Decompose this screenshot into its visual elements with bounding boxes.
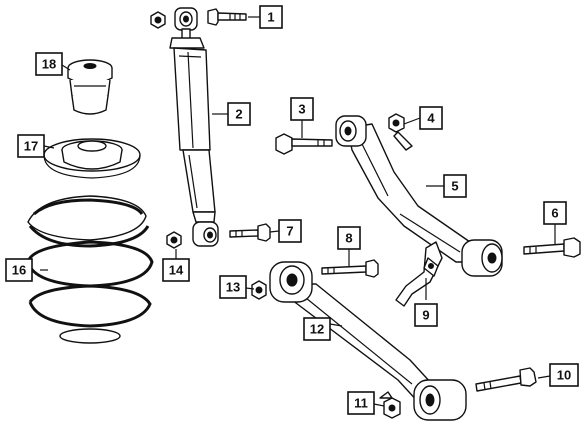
callout-label: 14 [169,263,184,278]
leader-lines [40,16,556,407]
callout-label: 8 [345,231,352,246]
callout-4: 4 [419,106,443,130]
callout-label: 16 [12,263,26,278]
callout-label: 18 [42,57,56,72]
callout-label: 3 [298,102,305,117]
upper-control-arm [335,115,503,277]
callout-label: 10 [557,368,571,383]
callout-12: 12 [303,317,331,341]
callout-2: 2 [227,102,251,126]
bolt-8 [321,259,379,278]
callout-18: 18 [35,52,63,76]
bolt-1 [207,8,247,26]
coil-spring [26,195,154,344]
callout-17: 17 [17,134,45,158]
bolt-10 [475,367,537,392]
bolt-6 [523,237,581,258]
nut-top [150,11,166,29]
callout-label: 9 [422,308,429,323]
lower-control-arm [269,261,467,421]
bracket-9 [395,241,443,307]
callout-16: 16 [5,258,33,282]
callout-label: 12 [310,322,324,337]
callout-1: 1 [259,5,283,29]
nut-clip-11 [379,391,401,419]
callout-label: 17 [24,139,38,154]
callout-9: 9 [414,303,438,327]
callout-label: 11 [354,396,368,411]
shock-absorber [169,7,219,247]
callout-7: 7 [278,219,302,243]
callout-label: 5 [451,179,458,194]
jounce-bumper [67,59,113,115]
bolt-3 [275,133,333,155]
callout-label: 7 [286,224,293,239]
callout-3: 3 [290,97,314,121]
callout-13: 13 [219,275,247,299]
callout-label: 13 [226,280,240,295]
nut-13 [251,280,267,300]
callout-6: 6 [543,201,567,225]
callout-8: 8 [337,226,361,250]
nut-clip-4 [388,113,413,151]
callout-label: 1 [267,10,274,25]
callout-11: 11 [347,391,375,415]
callout-label: 2 [235,107,242,122]
callout-label: 6 [551,206,558,221]
nut-14 [166,231,182,249]
callout-14: 14 [162,258,190,282]
bolt-7 [229,223,271,242]
callout-5: 5 [443,174,467,198]
spring-isolator [43,138,141,179]
callout-label: 4 [427,111,435,126]
callout-10: 10 [549,363,579,387]
